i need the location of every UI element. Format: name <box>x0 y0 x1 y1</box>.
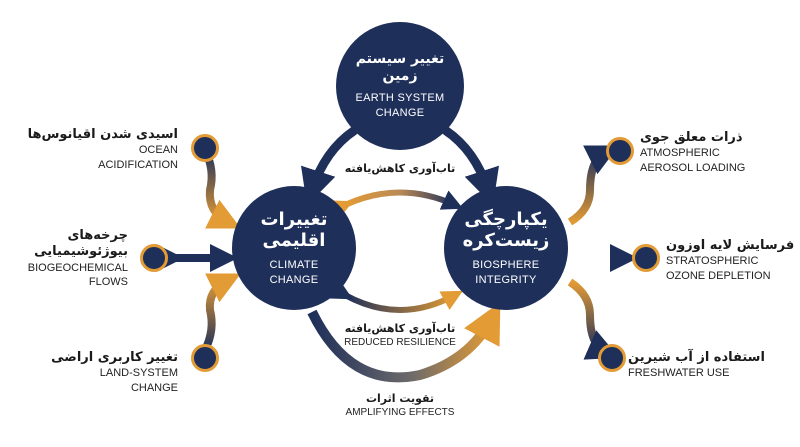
aerosol-label: ذرات معلق جوی ATMOSPHERIC AEROSOL LOADIN… <box>640 130 745 176</box>
freshwater-label: استفاده از آب شیرین FRESHWATER USE <box>628 350 765 381</box>
upper-link-label: تاب‌آوری کاهش‌یافته <box>340 162 460 176</box>
connector-aerosol <box>567 145 619 226</box>
arrow-amplifying-effects <box>307 302 501 383</box>
earth-system-circle: تغییر سیستم زمین EARTH SYSTEM CHANGE <box>336 22 464 150</box>
climate-change-circle: تغییرات اقلیمی CLIMATE CHANGE <box>232 186 356 310</box>
ocean-acidification-fa: اسیدی شدن اقیانوس‌ها <box>27 127 178 142</box>
connector-land <box>201 273 241 352</box>
biosphere-integrity-circle: یکپارچگی زیست‌کره BIOSPHERE INTEGRITY <box>444 186 568 310</box>
aerosol-dot <box>606 137 634 165</box>
ocean-acidification-label: اسیدی شدن اقیانوس‌ها OCEAN ACIDIFICATION <box>28 127 178 173</box>
freshwater-dot <box>598 344 626 372</box>
ozone-dot <box>632 244 660 272</box>
biogeochemical-flows-fa: چرخه‌های بیوژئوشیمیایی <box>34 228 128 260</box>
arrow-reduced-resilience-upper <box>329 189 464 220</box>
ocean-acidification-dot <box>191 134 219 162</box>
biogeochemical-flows-label: چرخه‌های بیوژئوشیمیایی BIOGEOCHEMICAL FL… <box>28 228 128 290</box>
biogeochemical-flows-en: BIOGEOCHEMICAL FLOWS <box>27 261 128 289</box>
arrow-reduced-resilience-lower <box>329 280 463 313</box>
land-system-en: LAND-SYSTEM CHANGE <box>99 367 178 395</box>
ozone-label: فرسایش لایه اوزون STRATOSPHERIC OZONE DE… <box>666 238 794 284</box>
climate-change-title-en: CLIMATE CHANGE <box>269 258 319 286</box>
land-system-dot <box>191 344 219 372</box>
arrow-earth-to-biosphere <box>442 126 499 206</box>
climate-change-title-fa: تغییرات اقلیمی <box>260 208 328 252</box>
amplify-label: تقویت اثرات AMPLIFYING EFFECTS <box>320 392 480 419</box>
amplify-en: AMPLIFYING EFFECTS <box>345 406 455 418</box>
biogeochemical-flows-dot <box>140 244 168 272</box>
biosphere-integrity-title-fa: یکپارچگی زیست‌کره <box>462 208 550 252</box>
lower-link-label: تاب‌آوری کاهش‌یافته REDUCED RESILIENCE <box>330 322 470 349</box>
freshwater-en: FRESHWATER USE <box>628 367 730 380</box>
lower-link-en: REDUCED RESILIENCE <box>344 336 456 348</box>
ozone-en: STRATOSPHERIC OZONE DEPLETION <box>666 255 771 283</box>
biosphere-integrity-title-en: BIOSPHERE INTEGRITY <box>472 258 540 286</box>
freshwater-fa: استفاده از آب شیرین <box>628 350 765 365</box>
ozone-fa: فرسایش لایه اوزون <box>666 238 795 253</box>
land-system-label: تغییر کاربری اراضی LAND-SYSTEM CHANGE <box>51 350 178 396</box>
aerosol-fa: ذرات معلق جوی <box>640 130 743 145</box>
amplify-fa: تقویت اثرات <box>365 392 435 405</box>
ocean-acidification-en: OCEAN ACIDIFICATION <box>98 144 178 172</box>
connector-freshwater <box>567 278 620 360</box>
arrow-earth-to-climate <box>301 126 358 206</box>
aerosol-en: ATMOSPHERIC AEROSOL LOADING <box>640 147 746 175</box>
upper-link-fa: تاب‌آوری کاهش‌یافته <box>344 162 456 175</box>
earth-system-title-en: EARTH SYSTEM CHANGE <box>355 91 445 119</box>
connector-ocean <box>201 148 241 229</box>
land-system-fa: تغییر کاربری اراضی <box>51 350 178 365</box>
earth-system-title-fa: تغییر سیستم زمین <box>355 51 445 85</box>
lower-link-fa: تاب‌آوری کاهش‌یافته <box>344 322 456 335</box>
